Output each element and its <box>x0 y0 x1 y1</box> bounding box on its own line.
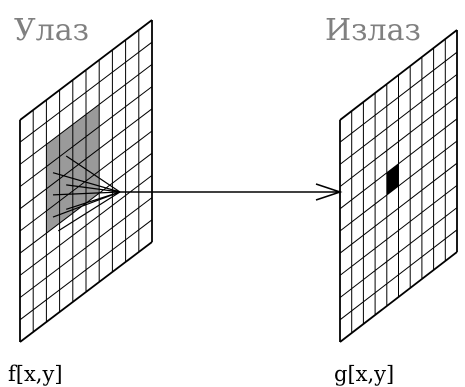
input-title: Улаз <box>14 13 89 48</box>
input-grid-row-line <box>19 241 153 343</box>
neighborhood-connector-line <box>66 184 121 193</box>
neighborhood-connectors <box>52 155 121 232</box>
output-caption: g[x,y] <box>334 362 394 386</box>
input-grid-row-line <box>19 197 153 298</box>
neighborhood-connector-line <box>57 191 121 232</box>
neighborhood-connector-line <box>52 172 121 193</box>
output-grid-row-line <box>339 229 458 321</box>
input-caption: f[x,y] <box>8 362 63 386</box>
output-grid-row-line <box>339 185 458 276</box>
output-title: Излаз <box>325 13 421 48</box>
neighborhood-connector-line <box>52 191 121 196</box>
neighborhood-connector-line <box>65 155 121 193</box>
output-image-grid <box>339 29 458 343</box>
output-grid-row-line <box>339 162 458 254</box>
result-pixel <box>386 163 399 195</box>
neighborhood-connector-line <box>66 191 121 210</box>
input-grid-row-line <box>19 219 153 321</box>
mapping-arrowhead <box>315 183 343 201</box>
output-grid-row-line <box>339 207 458 298</box>
input-grid-row-line <box>19 130 153 232</box>
output-grid-row-line <box>339 251 458 343</box>
input-image-grid <box>19 19 153 343</box>
